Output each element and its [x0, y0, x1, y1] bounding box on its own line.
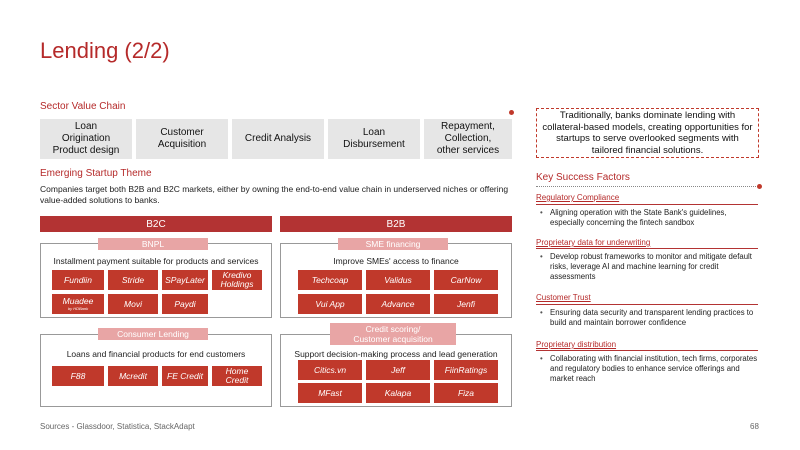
bnpl-caption: Installment payment suitable for product… [53, 256, 259, 266]
sources-footer: Sources - Glassdoor, Statistica, StackAd… [40, 422, 195, 431]
ksf-rule [536, 248, 758, 249]
value-chain-step-repayment: Repayment, Collection, other services [424, 119, 512, 159]
emerging-theme-description: Companies target both B2B and B2C market… [40, 184, 509, 205]
ksf-rule [536, 304, 758, 305]
callout-box: Traditionally, banks dominate lending wi… [536, 108, 759, 158]
page-number: 68 [750, 422, 759, 431]
ksf-divider-dot [757, 184, 762, 189]
value-chain-label: Sector Value Chain [40, 101, 126, 112]
chip-home-credit: Home Credit [212, 366, 262, 386]
chip-advance: Advance [366, 294, 430, 314]
ksf-text-regulatory: Aligning operation with the State Bank's… [538, 208, 758, 228]
emerging-theme-label: Emerging Startup Theme [40, 168, 152, 179]
consumer-lending-label: Consumer Lending [98, 328, 208, 340]
ksf-head-trust: Customer Trust [536, 293, 591, 302]
ksf-divider [536, 186, 758, 187]
chip-fe-credit: FE Credit [162, 366, 208, 386]
sme-financing-caption: Improve SMEs' access to finance [333, 256, 459, 266]
bullet-dot [509, 110, 514, 115]
chip-citics: Citics.vn [298, 360, 362, 380]
chip-kredivo: Kredivo Holdings [212, 270, 262, 290]
chip-jeff: Jeff [366, 360, 430, 380]
ksf-head-regulatory: Regulatory Compliance [536, 193, 620, 202]
chip-kalapa: Kalapa [366, 383, 430, 403]
chip-stride: Stride [108, 270, 158, 290]
chip-vui-app: Vui App [298, 294, 362, 314]
consumer-lending-caption: Loans and financial products for end cus… [66, 349, 246, 359]
ksf-text-trust: Ensuring data security and transparent l… [538, 308, 758, 328]
ksf-text-data: Develop robust frameworks to monitor and… [538, 252, 758, 281]
chip-mcredit: Mcredit [108, 366, 158, 386]
value-chain-step-disbursement: Loan Disbursement [328, 119, 420, 159]
page-title: Lending (2/2) [40, 38, 170, 63]
ksf-title: Key Success Factors [536, 172, 630, 183]
ksf-rule [536, 204, 758, 205]
chip-jenfi: Jenfi [434, 294, 498, 314]
chip-paydi: Paydi [162, 294, 208, 314]
value-chain-step-origination: Loan Origination Product design [40, 119, 132, 159]
ksf-head-data: Proprietary data for underwriting [536, 238, 651, 247]
chip-f88: F88 [52, 366, 104, 386]
chip-muadee: Muadee by HDBank [52, 294, 104, 314]
chip-fundiin: Fundiin [52, 270, 104, 290]
ksf-text-distribution: Collaborating with financial institution… [538, 354, 758, 383]
chip-spaylater: SPayLater [162, 270, 208, 290]
sme-financing-label: SME financing [338, 238, 448, 250]
value-chain-step-acquisition: Customer Acquisition [136, 119, 228, 159]
b2c-band: B2C [40, 216, 272, 232]
credit-scoring-label: Credit scoring/ Customer acquisition [330, 323, 456, 345]
chip-muadee-sub: by HDBank [67, 306, 89, 311]
chip-fiza: Fiza [434, 383, 498, 403]
chip-carnow: CarNow [434, 270, 498, 290]
value-chain-step-credit-analysis: Credit Analysis [232, 119, 324, 159]
chip-techcoap: Techcoap [298, 270, 362, 290]
ksf-rule [536, 350, 758, 351]
chip-mfast: MFast [298, 383, 362, 403]
credit-scoring-caption: Support decision-making process and lead… [294, 349, 498, 359]
b2b-band: B2B [280, 216, 512, 232]
chip-muadee-label: Muadee [62, 296, 94, 306]
bnpl-label: BNPL [98, 238, 208, 250]
chip-fiinratings: FiinRatings [434, 360, 498, 380]
ksf-head-distribution: Proprietary distribution [536, 340, 617, 349]
chip-validus: Validus [366, 270, 430, 290]
chip-movi: Movi [108, 294, 158, 314]
